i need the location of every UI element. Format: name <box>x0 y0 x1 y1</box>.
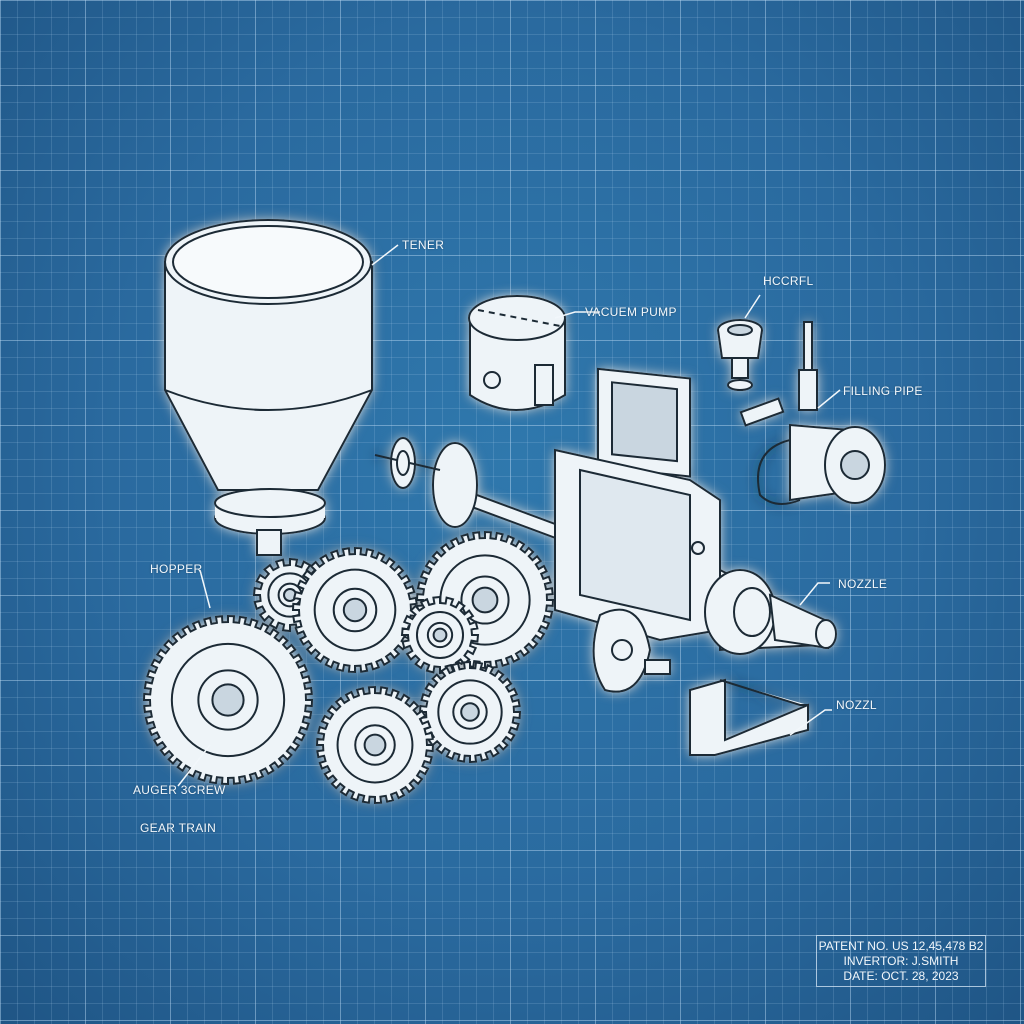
label-tener: TENER <box>402 238 445 252</box>
vacuum-pump-drawing <box>468 295 566 411</box>
label-hopper: HOPPER <box>150 562 203 576</box>
valve-cap-drawing <box>717 319 763 391</box>
nozzle-coupler-drawing <box>704 568 837 655</box>
label-vacuum-pump: VACUEM PUMP <box>585 305 677 319</box>
label-gear-train: GEAR TRAIN <box>140 821 217 835</box>
label-nozzle: NOZZLE <box>838 577 888 591</box>
flange-disc-drawing <box>396 450 410 476</box>
gear-hub <box>342 597 368 623</box>
label-auger-screw: AUGER 3CREW <box>133 783 226 797</box>
leader-lines <box>177 244 841 787</box>
filling-pipe-drawing <box>739 321 886 505</box>
handwheel-drawing <box>592 608 671 693</box>
gear-hub <box>460 702 480 722</box>
patent-number: PATENT NO. US 12,45,478 B2 <box>818 939 984 953</box>
gear-hub <box>432 627 448 643</box>
gear-hub <box>211 683 245 717</box>
inventor: INVERTOR: J.SMITH <box>843 954 959 968</box>
label-filling-pipe: FILLING PIPE <box>843 384 923 398</box>
label-nozzl: NOZZL <box>836 698 877 712</box>
patent-title-block: PATENT NO. US 12,45,478 B2 INVERTOR: J.S… <box>816 935 986 987</box>
gear-train-drawing <box>142 530 555 805</box>
bracket-drawing <box>689 678 809 756</box>
label-hccrfl: HCCRFL <box>763 274 814 288</box>
hopper-drawing <box>164 219 373 556</box>
patent-date: DATE: OCT. 28, 2023 <box>843 969 959 983</box>
gearbox-housing-drawing <box>554 367 721 642</box>
gear-hub <box>363 733 387 757</box>
gear-hub <box>471 586 499 614</box>
